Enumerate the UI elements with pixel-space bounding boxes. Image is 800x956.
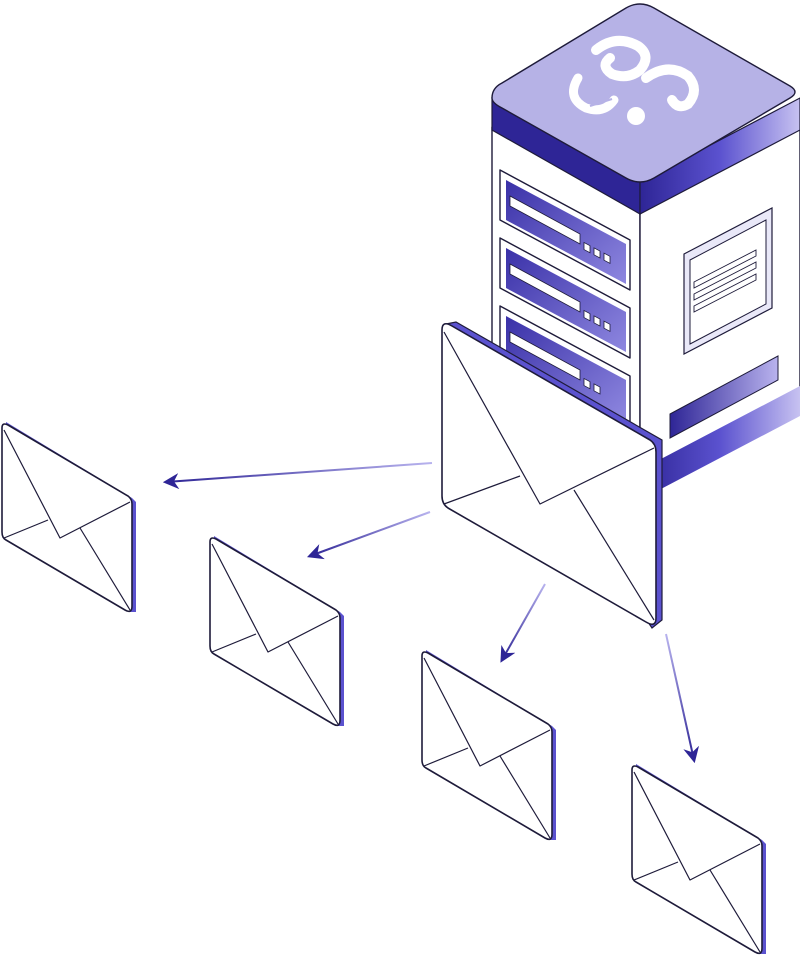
- drive-slot-1: [499, 169, 631, 291]
- status-bar: [669, 355, 779, 439]
- envelope-icon-1: [1, 422, 136, 613]
- envelope-icon-4: [631, 764, 766, 955]
- arrow-icon-4: [665, 633, 700, 764]
- main-envelope-icon: [441, 321, 663, 629]
- swirl-logo-icon: [569, 35, 699, 125]
- envelope-icon-3: [421, 650, 556, 841]
- envelope-icon-2: [209, 536, 344, 727]
- arrow-icon-3: [500, 583, 546, 663]
- side-panel: [683, 207, 773, 355]
- arrow-icon-1: [162, 462, 433, 490]
- drive-slot-2: [499, 237, 631, 359]
- arrow-icon-2: [306, 511, 431, 560]
- server-tower-icon: [491, 3, 800, 502]
